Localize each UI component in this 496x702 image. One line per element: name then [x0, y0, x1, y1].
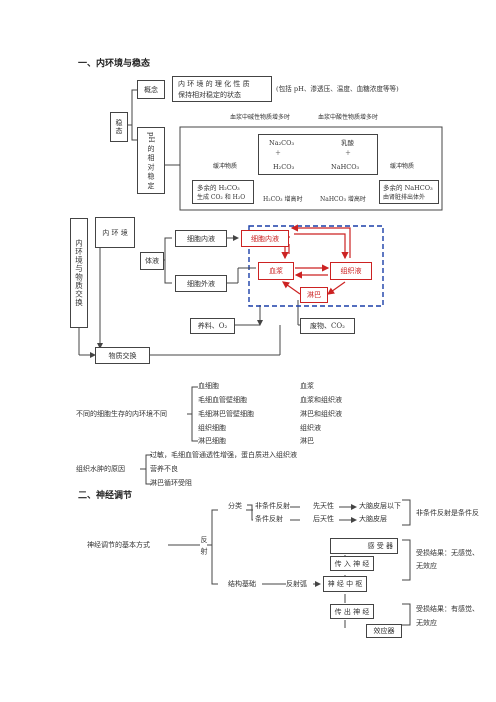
body-fluid-box: 体液	[140, 252, 164, 270]
excess-nahco3-box: 多余的 NaHCO₃ 由肾脏排出体外	[379, 180, 439, 204]
nahco3-label: NaHCO₃	[331, 163, 360, 171]
innate-label: 先天性	[313, 502, 334, 510]
concept-note: (包括 pH、渗透压、温度、血糖浓度等等)	[276, 85, 399, 93]
internal-env-box: 内 环 境	[95, 217, 135, 248]
na2co3-label: Na₂CO₃	[269, 139, 295, 147]
plus-sign-right: ＋	[345, 150, 352, 157]
efferent-box: 传 出 神 经	[330, 604, 374, 619]
cell-name: 毛细淋巴管壁细胞	[198, 410, 254, 418]
unconditioned-reflex: 非条件反射	[255, 502, 290, 510]
buffer-pair-box: Na₂CO₃ 乳酸 ＋ ＋ H₂CO₃ NaHCO₃	[258, 134, 378, 175]
basic-mode-label: 神经调节的基本方式	[87, 541, 150, 549]
nutrients-box: 养料、O₂	[190, 318, 235, 334]
effector-box: 效应器	[366, 624, 402, 638]
intracellular-box: 细胞内液	[175, 230, 227, 247]
damage-result-1b: 无效应	[416, 562, 437, 570]
cell-name: 血细胞	[198, 382, 219, 390]
center-box: 神 经 中 枢	[323, 576, 367, 592]
edema-reason: 过敏，毛细血管通透性增强，蛋白质进入组织液	[150, 451, 297, 459]
classification-label: 分类	[228, 502, 242, 510]
plasma-box: 血浆	[258, 262, 294, 280]
waste-box: 废物、CO₂	[300, 318, 355, 334]
structure-basis-label: 结构基础	[228, 580, 256, 588]
cell-name: 毛细血管壁细胞	[198, 396, 247, 404]
cell-name: 组织细胞	[198, 424, 226, 432]
reflex-arc-label: 反射弧	[286, 580, 307, 588]
section1-title: 一、内环境与稳态	[78, 59, 151, 69]
acid-increase: 血浆中酸性物质增多时	[318, 114, 379, 121]
nahco3-increase: NaHCO₃ 增高时	[320, 196, 366, 203]
exchange-side-label: 内环境与物质交换	[70, 218, 88, 328]
material-exchange-box: 物质交换	[95, 347, 150, 364]
edema-reason: 营养不良	[150, 465, 178, 473]
cortex-label: 大脑皮层	[359, 515, 387, 523]
stability-label: 稳态	[110, 112, 128, 142]
relation-note: 非条件反射是条件反	[416, 509, 479, 517]
cell-env: 淋巴	[300, 437, 314, 445]
tissue-fluid-box: 组织液	[330, 262, 372, 280]
section2-title: 二、神经调节	[78, 491, 133, 501]
buffer-right-label: 缓冲物质	[390, 163, 415, 170]
h2co3-increase: H₂CO₃ 增高时	[263, 196, 303, 203]
concept-label: 概念	[137, 80, 165, 99]
excess-nahco3-line2: 由肾脏排出体外	[383, 194, 426, 201]
receptor-box: 感 受 器	[330, 538, 398, 554]
plus-sign-left: ＋	[275, 150, 282, 157]
acquired-label: 后天性	[313, 515, 334, 523]
damage-result-2b: 无效应	[416, 619, 437, 627]
cell-env: 组织液	[300, 424, 321, 432]
h2co3-label: H₂CO₃	[273, 163, 295, 171]
cell-name: 淋巴细胞	[198, 437, 226, 445]
buffer-left-label: 缓冲物质	[213, 163, 238, 170]
concept-text-1: 内 环 境 的 理 化 性 质	[178, 80, 250, 88]
lactic-acid-label: 乳酸	[341, 139, 354, 147]
damage-result-1: 受损结果：无感觉、	[416, 549, 479, 557]
edema-label: 组织水肿的原因	[76, 465, 125, 473]
cell-env: 血浆和组织液	[300, 396, 342, 404]
lymph-box: 淋巴	[300, 287, 328, 303]
concept-text-2: 保持相对稳定的状态	[178, 91, 241, 99]
edema-reason: 淋巴循环受阻	[150, 479, 192, 487]
ph-label: pH 的 相 对 稳 定	[137, 127, 165, 194]
conditioned-reflex: 条件反射	[255, 515, 283, 523]
excess-h2co3-box: 多余的 H₂CO₃ 生成 CO₂ 和 H₂O	[192, 180, 254, 204]
cells-table-label: 不同的细胞生存的内环境不同	[76, 410, 167, 418]
cell-env: 血浆	[300, 382, 314, 390]
excess-h2co3-line2: 生成 CO₂ 和 H₂O	[197, 194, 246, 201]
excess-nahco3-line1: 多余的 NaHCO₃	[383, 184, 433, 192]
below-cortex-label: 大脑皮层以下	[359, 502, 401, 510]
damage-result-2: 受损结果：有感觉、	[416, 605, 479, 613]
excess-h2co3-line1: 多余的 H₂CO₃	[197, 184, 240, 192]
intracellular-red-box: 细胞内液	[241, 230, 289, 247]
concept-text-box: 内 环 境 的 理 化 性 质 保持相对稳定的状态	[172, 76, 272, 102]
afferent-box: 传 入 神 经	[330, 556, 374, 571]
extracellular-box: 细胞外液	[175, 275, 227, 292]
cell-env: 淋巴和组织液	[300, 410, 342, 418]
reflex-label: 反 射	[200, 536, 208, 556]
base-increase: 血浆中碱性物质增多时	[230, 114, 291, 121]
